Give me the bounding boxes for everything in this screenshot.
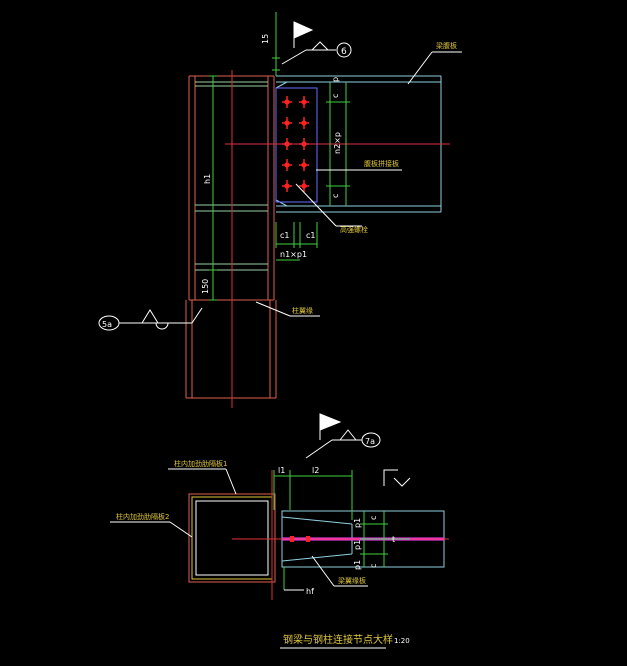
dim-h1: h1 [203, 174, 212, 184]
dim-c-r1: c [369, 516, 378, 520]
weld-symbol-plan [305, 413, 381, 459]
label-beam-web: 梁腹板 [436, 41, 457, 50]
dim-p1-c: p1 [353, 560, 362, 570]
dim-15: 15 [261, 34, 270, 44]
column-elevation [185, 75, 277, 399]
label-col-flange: 柱翼缘 [292, 306, 313, 315]
dim-p1-b: p1 [353, 540, 362, 550]
leaders-elevation [255, 51, 462, 317]
bolt-marker [282, 96, 292, 108]
dim-n1xp1: n1×p1 [280, 250, 307, 259]
leaders-plan [110, 468, 411, 591]
weld-symbol-top-label: 6 [341, 47, 347, 57]
drawing-title: 钢梁与钢柱连接节点大样 1:20 [280, 633, 410, 649]
dim-n2p: n2×p [333, 132, 342, 154]
dimension-texts-plan: l1 l2 p1 c p1 t p1 c hf [278, 466, 395, 596]
bolt-marker [299, 117, 309, 129]
bolt-marker [299, 159, 309, 171]
bolt-marker [282, 180, 292, 192]
weld-symbol-plan-label: 7a [365, 437, 375, 446]
label-inner-stiffener-2: 柱内加劲肋隔板2 [116, 512, 169, 521]
title-text: 钢梁与钢柱连接节点大样 [283, 633, 393, 646]
label-hs-bolt: 高强螺栓 [340, 225, 368, 234]
weld-symbol-left-label: 5a [102, 320, 112, 329]
bolt-marker [282, 159, 292, 171]
label-beam-flange: 梁翼缘板 [338, 576, 366, 585]
label-web-splice-plate: 腹板拼接板 [364, 159, 399, 168]
title-scale: 1:20 [394, 637, 410, 645]
dim-l1: l1 [278, 466, 285, 475]
dim-c-bot: c [331, 194, 340, 198]
elevation-view: 15 h1 150 c p n2×p c c1 c1 n1×p1 梁腹板 腹板拼… [98, 12, 462, 408]
dim-t: t [392, 535, 395, 544]
dim-p-top: p [331, 77, 340, 82]
dim-150: 150 [201, 279, 210, 294]
dim-c-r2: c [369, 564, 378, 568]
dimensions-elevation [209, 12, 350, 301]
dimension-texts-elevation: 15 h1 150 c p n2×p c c1 c1 n1×p1 [201, 34, 342, 294]
plan-view: l1 l2 p1 c p1 t p1 c hf 柱内加劲肋隔板1 柱内加劲肋隔板… [110, 413, 449, 600]
dim-hf: hf [306, 587, 314, 596]
label-inner-stiffener-1: 柱内加劲肋隔板1 [174, 459, 227, 468]
dim-c1a: c1 [280, 231, 290, 240]
dim-p1-a: p1 [353, 518, 362, 528]
weld-symbol-top [281, 21, 352, 65]
bolt-marker [299, 180, 309, 192]
labels-plan: 柱内加劲肋隔板1 柱内加劲肋隔板2 梁翼缘板 [116, 459, 366, 585]
bolt-marker [299, 96, 309, 108]
box-column-plan [188, 493, 276, 583]
dim-c1b: c1 [306, 231, 316, 240]
labels-elevation: 梁腹板 腹板拼接板 高强螺栓 柱翼缘 [292, 41, 457, 315]
bolt-marker [282, 117, 292, 129]
centerlines-elevation [225, 70, 450, 408]
dim-l2: l2 [312, 466, 319, 475]
centerlines-plan [232, 470, 449, 600]
weld-symbol-left [98, 307, 203, 331]
dimensions-plan [273, 470, 410, 590]
web-splice-plate [275, 87, 318, 203]
dim-c-top: c [331, 94, 340, 98]
